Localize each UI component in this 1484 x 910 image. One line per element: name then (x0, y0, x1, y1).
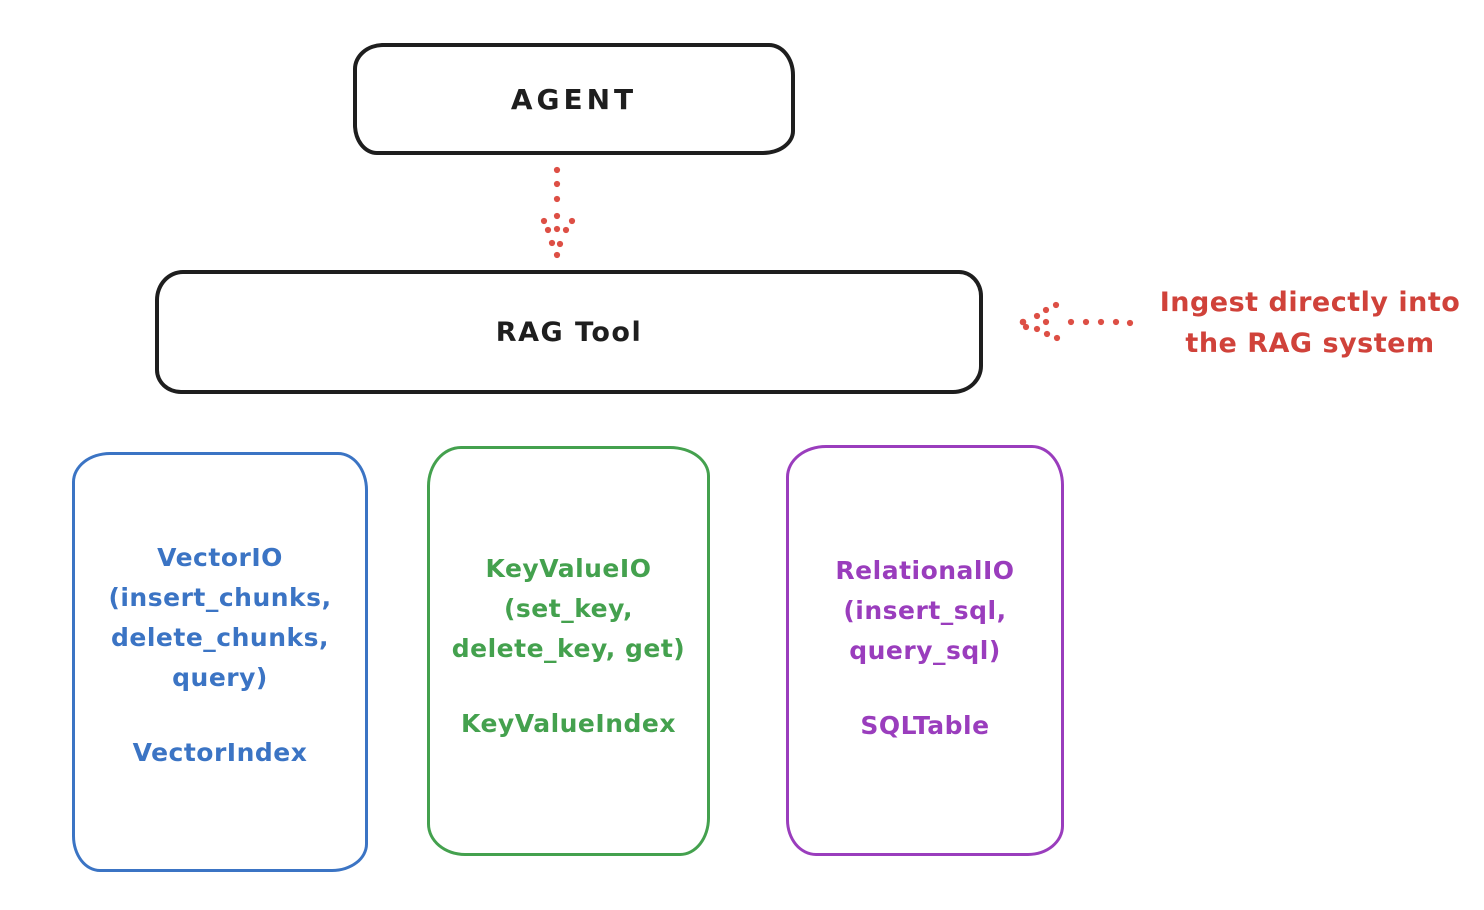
rag-tool-label: RAG Tool (495, 316, 643, 348)
io-line: KeyValueIO (485, 554, 652, 583)
annotation-ingest: Ingest directly into the RAG system (1138, 282, 1482, 364)
io-line: VectorIO (157, 543, 283, 572)
annotation-line-2: the RAG system (1185, 328, 1435, 359)
relationalio-box: RelationalIO (insert_sql, query_sql) SQL… (786, 445, 1064, 856)
io-line: (insert_chunks, (108, 583, 332, 612)
relationalio-description: RelationalIO (insert_sql, query_sql) (789, 551, 1061, 671)
io-line: delete_key, get) (451, 634, 686, 663)
arrow-left-dotted-icon (1019, 301, 1134, 342)
io-line: (insert_sql, (843, 596, 1007, 625)
agent-label: AGENT (510, 82, 638, 116)
keyvalueio-index-label: KeyValueIndex (461, 709, 676, 738)
agent-box: AGENT (353, 43, 795, 155)
io-line: delete_chunks, (111, 623, 329, 652)
relationalio-index-label: SQLTable (860, 711, 990, 740)
io-line: (set_key, (504, 594, 633, 623)
keyvalueio-description: KeyValueIO (set_key, delete_key, get) (430, 549, 707, 669)
vectorio-index-label: VectorIndex (132, 738, 308, 767)
annotation-line-1: Ingest directly into (1159, 287, 1461, 318)
rag-tool-box: RAG Tool (155, 270, 983, 394)
vectorio-box: VectorIO (insert_chunks, delete_chunks, … (72, 452, 368, 872)
io-line: query) (172, 663, 268, 692)
keyvalueio-box: KeyValueIO (set_key, delete_key, get) Ke… (427, 446, 710, 856)
vectorio-description: VectorIO (insert_chunks, delete_chunks, … (75, 538, 365, 698)
arrow-down-dotted-icon (540, 166, 576, 259)
io-line: query_sql) (849, 636, 1001, 665)
io-line: RelationalIO (835, 556, 1015, 585)
